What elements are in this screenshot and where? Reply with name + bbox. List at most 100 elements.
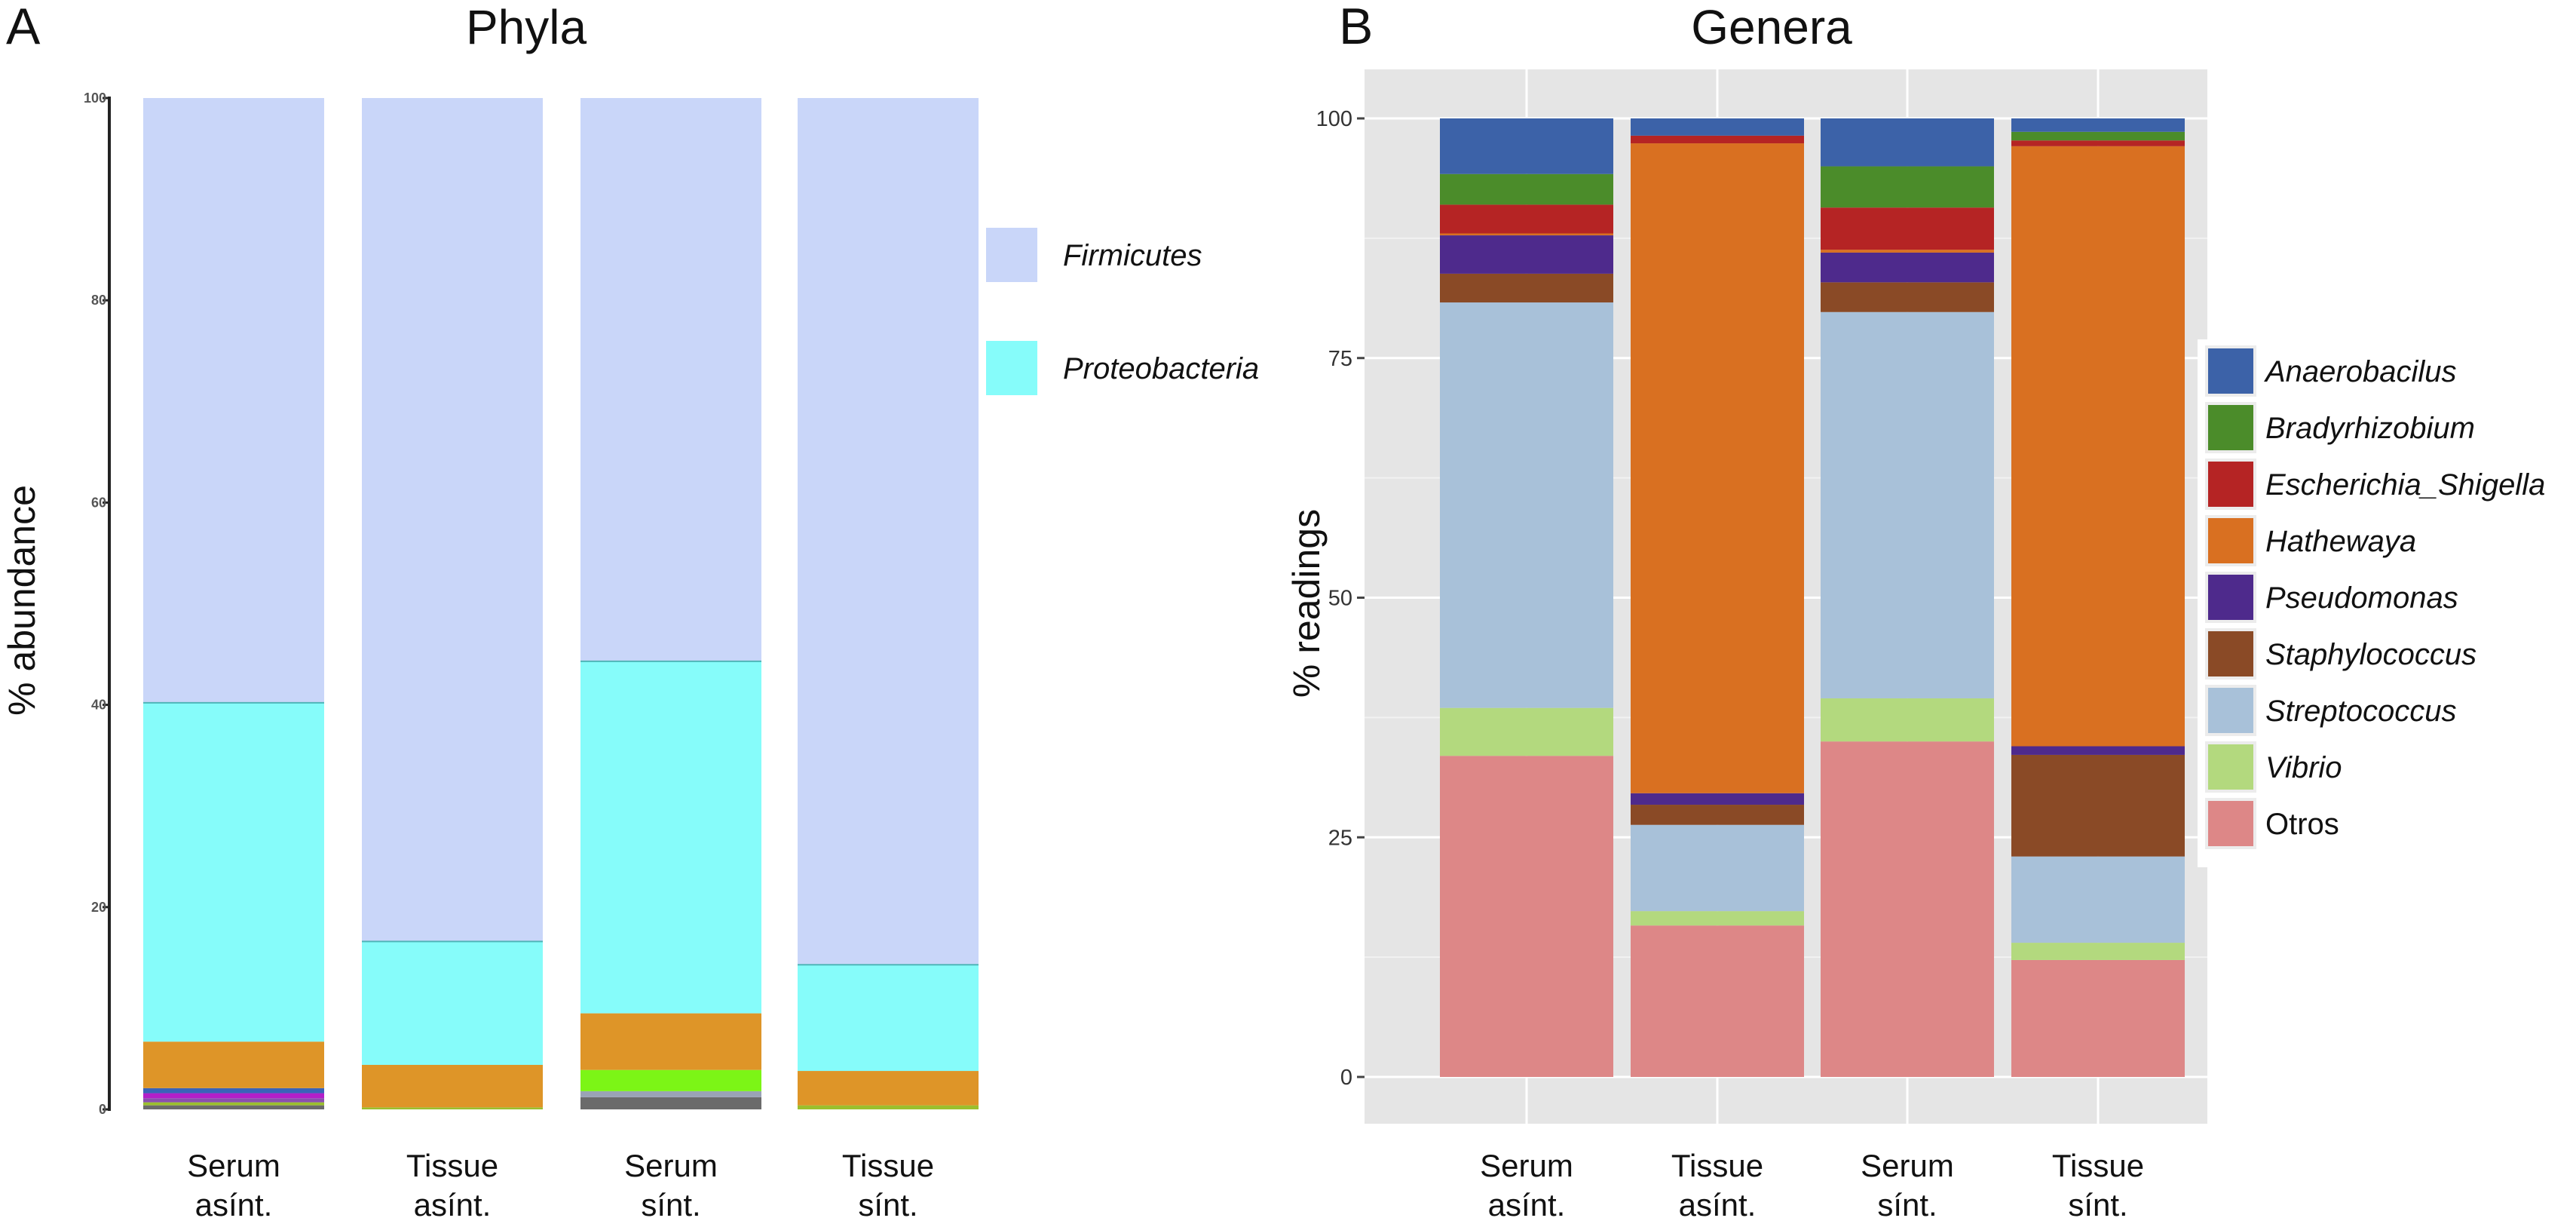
panel-b-bar-segment bbox=[1440, 235, 1613, 274]
panel-b-y-tick-label: 0 bbox=[1340, 1066, 1352, 1090]
panel-b-bar-segment bbox=[1821, 118, 1994, 167]
panel-a-legend-label: Proteobacteria bbox=[1063, 352, 1259, 385]
panel-a-bar-segment bbox=[143, 1102, 324, 1106]
panel-a-bar-segment bbox=[143, 702, 324, 1042]
panel-a-category-label: Serum bbox=[187, 1148, 280, 1183]
panel-a-category-label: asínt. bbox=[195, 1187, 273, 1221]
panel-a-legend-label: Firmicutes bbox=[1063, 239, 1202, 272]
panel-b-title: Genera bbox=[1691, 0, 1852, 54]
panel-b-bar-segment bbox=[1440, 173, 1613, 205]
panel-b-legend-label: Staphylococcus bbox=[2265, 638, 2476, 671]
panel-b-category-label: Serum bbox=[1861, 1148, 1954, 1183]
panel-b-bar-segment bbox=[1440, 707, 1613, 756]
panel-b-bar-segment bbox=[1440, 233, 1613, 236]
panel-b-y-axis-label: % readings bbox=[1285, 509, 1328, 698]
panel-b-legend-swatch bbox=[2208, 744, 2253, 790]
panel-b-y-tick-label: 100 bbox=[1316, 107, 1352, 131]
panel-a-legend-swatch bbox=[986, 341, 1037, 395]
panel-b-y-tick-label: 75 bbox=[1328, 347, 1352, 371]
panel-a-bar-segment bbox=[143, 1088, 324, 1094]
panel-b-legend-swatch bbox=[2208, 631, 2253, 676]
panel-a-category-label: asínt. bbox=[414, 1187, 492, 1221]
panel-a-category-label: Serum bbox=[624, 1148, 718, 1183]
panel-b-bar-segment bbox=[1440, 302, 1613, 708]
panel-a-bar-segment bbox=[580, 1091, 761, 1097]
panel-a-y-tick-label: 20 bbox=[91, 900, 106, 915]
panel-b-bar-segment bbox=[2011, 943, 2185, 960]
panel-b-category-label: Tissue bbox=[2052, 1148, 2144, 1183]
panel-a-category-label: Tissue bbox=[406, 1148, 498, 1183]
panel-a-bar-segment bbox=[362, 98, 543, 942]
panel-b-legend-swatch bbox=[2208, 801, 2253, 846]
panel-b-letter: B bbox=[1339, 0, 1373, 55]
panel-a-category-label: sínt. bbox=[641, 1187, 700, 1221]
panel-a-legend-swatch bbox=[986, 228, 1037, 282]
panel-b-bar-segment bbox=[1631, 824, 1804, 912]
panel-a-bar-segment bbox=[798, 965, 979, 1072]
panel-a-bar-segment bbox=[362, 941, 543, 1065]
panel-b-bar-segment bbox=[1821, 207, 1994, 250]
panel-b-bar-segment bbox=[1821, 252, 1994, 283]
panel-b-bar-segment bbox=[2011, 856, 2185, 943]
panel-a-y-tick-label: 60 bbox=[91, 495, 106, 510]
panel-b-legend-label: Vibrio bbox=[2265, 751, 2342, 784]
panel-b-bar-segment bbox=[1631, 793, 1804, 805]
panel-b-category-label: Serum bbox=[1480, 1148, 1573, 1183]
panel-b-bar-segment bbox=[2011, 959, 2185, 1077]
panel-b-bar-segment bbox=[1631, 925, 1804, 1077]
panel-b-legend-swatch bbox=[2208, 688, 2253, 733]
panel-b-legend-swatch bbox=[2208, 405, 2253, 450]
panel-a-bar-segment bbox=[143, 1098, 324, 1103]
panel-b-category-label: asínt. bbox=[1679, 1187, 1757, 1221]
panel-b-bar-segment bbox=[2011, 746, 2185, 755]
panel-b-bar-segment bbox=[1821, 250, 1994, 253]
panel-b-legend-label: Hathewaya bbox=[2265, 525, 2416, 558]
panel-a-bar-segment bbox=[580, 1069, 761, 1091]
panel-b-legend-box bbox=[2198, 339, 2574, 867]
panel-b-bar-segment bbox=[1631, 911, 1804, 926]
panel-a-bar-segment bbox=[580, 1013, 761, 1070]
panel-b-legend-label: Pseudomonas bbox=[2265, 581, 2458, 615]
panel-b-legend-label: Streptococcus bbox=[2265, 695, 2456, 728]
panel-a-y-tick-label: 0 bbox=[99, 1102, 106, 1117]
panel-b-bar-segment bbox=[1631, 118, 1804, 136]
panel-a-letter: A bbox=[6, 0, 41, 55]
panel-a-bar-segment bbox=[362, 1064, 543, 1108]
panel-b-legend-swatch bbox=[2208, 348, 2253, 394]
panel-b-bar-segment bbox=[1821, 311, 1994, 698]
panel-a-y-tick-label: 40 bbox=[91, 698, 106, 713]
panel-b-y-tick-label: 25 bbox=[1328, 826, 1352, 850]
panel-b-legend-swatch bbox=[2208, 462, 2253, 507]
panel-b-bar-segment bbox=[1821, 282, 1994, 312]
panel-b-bar-segment bbox=[2011, 118, 2185, 132]
panel-b-category-label: sínt. bbox=[2068, 1187, 2127, 1221]
panel-a-bar-segment bbox=[580, 661, 761, 1014]
panel-b-legend-label: Escherichia_Shigella bbox=[2265, 468, 2545, 502]
panel-b-bar-segment bbox=[2011, 754, 2185, 857]
panel-b-legend-label: Anaerobacilus bbox=[2264, 355, 2457, 388]
panel-b-bar-segment bbox=[1440, 756, 1613, 1077]
panel-a-y-tick-label: 100 bbox=[84, 91, 106, 106]
panel-b-bar-segment bbox=[2011, 140, 2185, 146]
panel-a-category-label: sínt. bbox=[858, 1187, 917, 1221]
panel-a-y-tick-label: 80 bbox=[91, 293, 106, 308]
panel-a-title: Phyla bbox=[466, 0, 587, 54]
panel-b-legend-label: Bradyrhizobium bbox=[2265, 412, 2475, 445]
panel-a-bar-segment bbox=[580, 98, 761, 661]
panel-b-y-tick-label: 50 bbox=[1328, 587, 1352, 611]
panel-a-bar-segment bbox=[580, 1097, 761, 1109]
panel-b-category-label: Tissue bbox=[1671, 1148, 1763, 1183]
panel-b-bar-segment bbox=[1440, 273, 1613, 303]
panel-a-bar-segment bbox=[798, 1105, 979, 1109]
panel-a-bar-segment bbox=[798, 98, 979, 965]
panel-b-category-label: asínt. bbox=[1488, 1187, 1566, 1221]
panel-a-category-label: Tissue bbox=[842, 1148, 934, 1183]
panel-b-bar-segment bbox=[1821, 741, 1994, 1077]
panel-a-y-axis-label: % abundance bbox=[1, 485, 43, 716]
panel-a-bar-segment bbox=[143, 1093, 324, 1099]
panel-b-bar-segment bbox=[1440, 204, 1613, 234]
panel-a-bar-segment bbox=[798, 1071, 979, 1106]
panel-b-legend-label: Otros bbox=[2265, 808, 2339, 841]
